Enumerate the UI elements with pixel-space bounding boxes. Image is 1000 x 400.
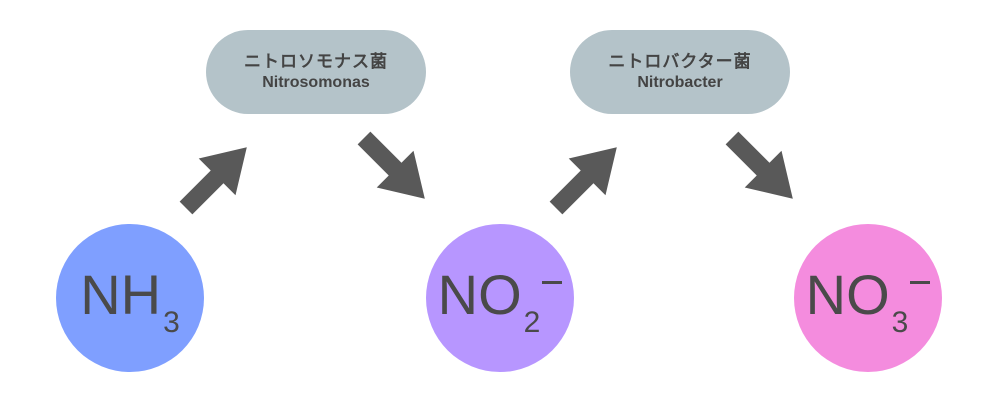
bacteria-name-en: Nitrosomonas — [262, 74, 370, 91]
formula-subscript: 2 — [523, 306, 541, 339]
compound-ammonia: NH3 — [56, 224, 204, 372]
bacteria-name-jp: ニトロバクター菌 — [608, 52, 752, 72]
bacteria-box-nitrobacter: ニトロバクター菌 Nitrobacter — [570, 30, 790, 114]
formula-base: NO — [805, 263, 890, 326]
negative-charge-icon — [542, 281, 563, 284]
arrow-down-right-icon — [713, 119, 812, 218]
compound-nitrite: NO2 — [426, 224, 574, 372]
formula-subscript: 3 — [163, 306, 180, 339]
formula: NO3 — [794, 262, 942, 339]
arrow-up-right-icon — [537, 128, 636, 227]
arrow-down-right-icon — [345, 119, 444, 218]
bacteria-name-en: Nitrobacter — [637, 74, 723, 91]
compound-nitrate: NO3 — [794, 224, 942, 372]
formula-subscript: 3 — [891, 306, 909, 339]
formula-base: NO — [437, 263, 522, 326]
formula: NH3 — [56, 262, 204, 339]
formula-base: NH — [80, 263, 162, 326]
bacteria-box-nitrosomonas: ニトロソモナス菌 Nitrosomonas — [206, 30, 426, 114]
bacteria-name-jp: ニトロソモナス菌 — [244, 52, 388, 72]
formula: NO2 — [426, 262, 574, 339]
negative-charge-icon — [910, 281, 931, 284]
arrow-up-right-icon — [167, 128, 266, 227]
